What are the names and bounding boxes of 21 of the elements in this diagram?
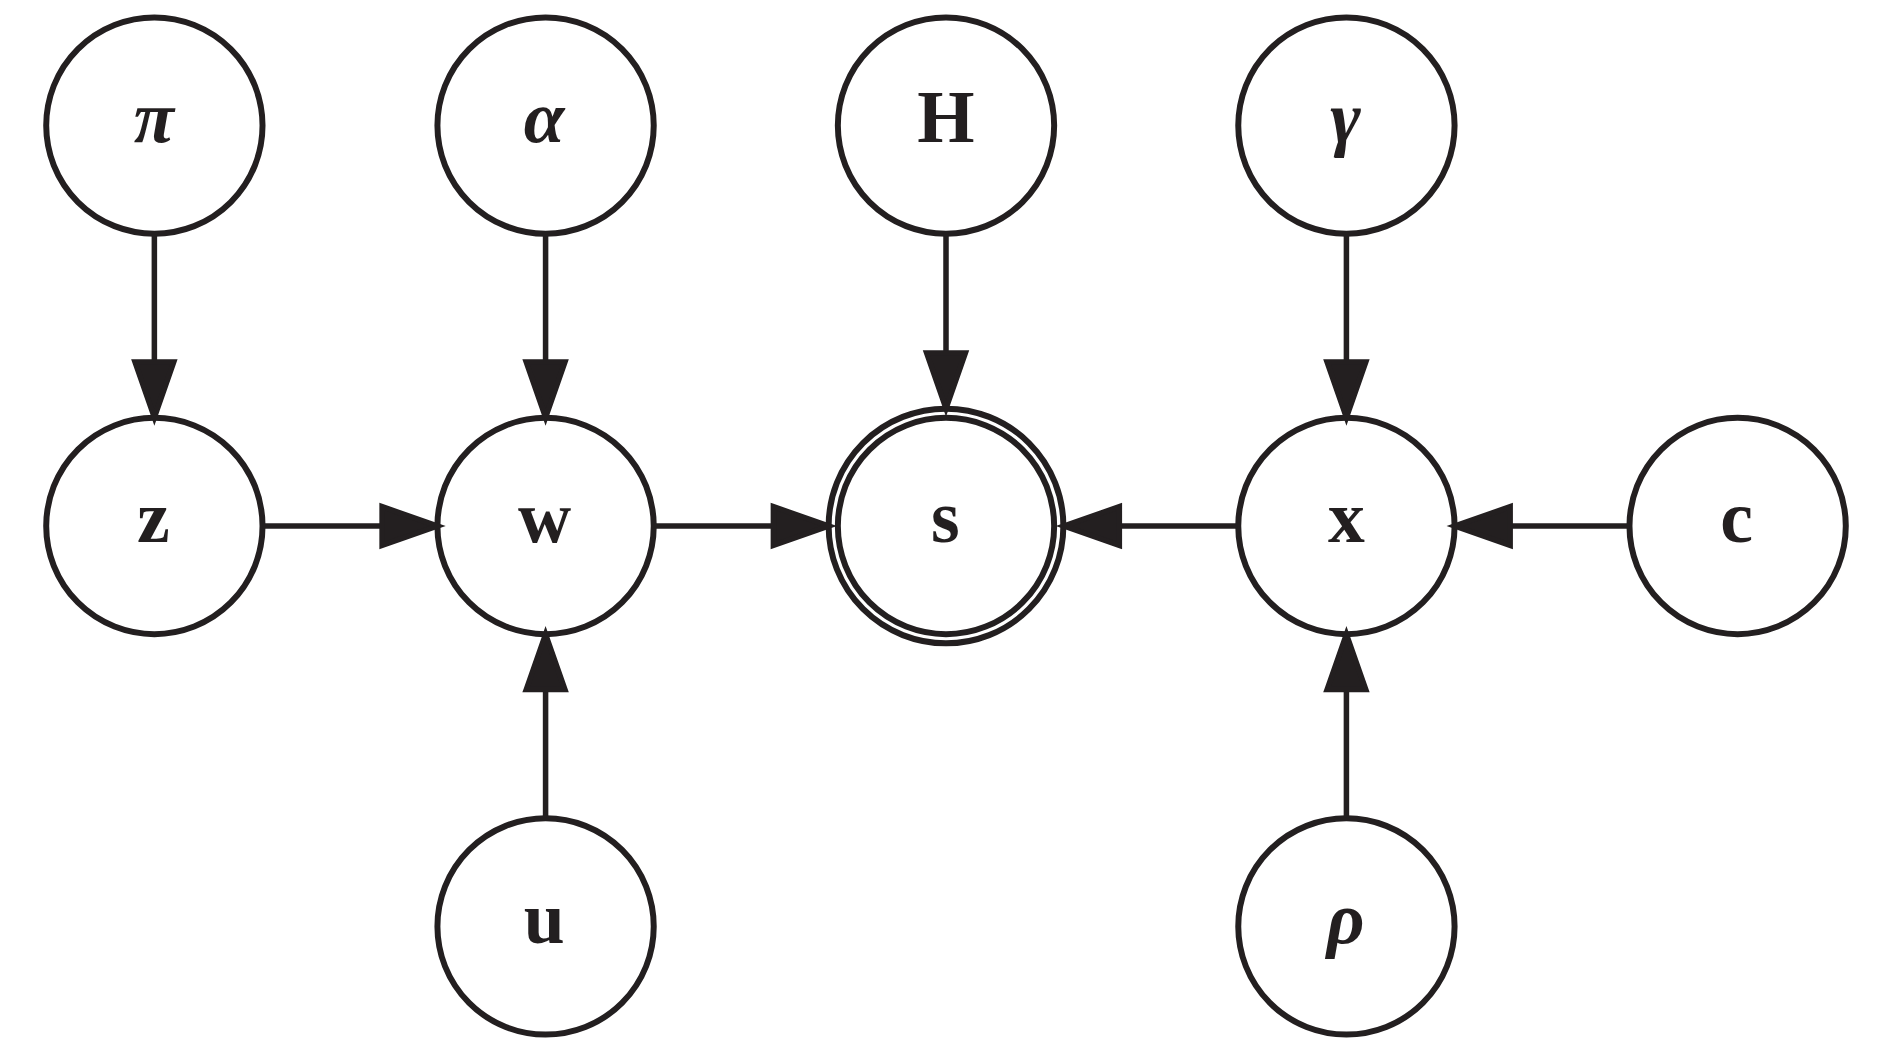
node-circle: γ — [1235, 14, 1458, 237]
arrow — [922, 233, 970, 417]
arrow — [522, 233, 569, 426]
arrow — [1055, 502, 1238, 550]
node-circle: w — [434, 414, 657, 638]
arrow — [1323, 233, 1370, 426]
node-circle: c — [1626, 414, 1849, 638]
arrow — [1446, 502, 1630, 550]
node-circle: ρ — [1235, 815, 1458, 1038]
node-circle: s — [825, 405, 1067, 647]
arrow — [654, 502, 837, 550]
arrow — [522, 626, 569, 818]
node-circle: π — [43, 14, 266, 237]
arrow — [262, 502, 446, 550]
node-circle: α — [434, 14, 657, 237]
node-circle: H — [834, 14, 1058, 237]
node-circle: z — [43, 414, 266, 638]
arrow — [1323, 626, 1370, 818]
node-circle: u — [434, 815, 657, 1038]
arrow — [131, 233, 178, 426]
node-circle: x — [1235, 414, 1458, 638]
